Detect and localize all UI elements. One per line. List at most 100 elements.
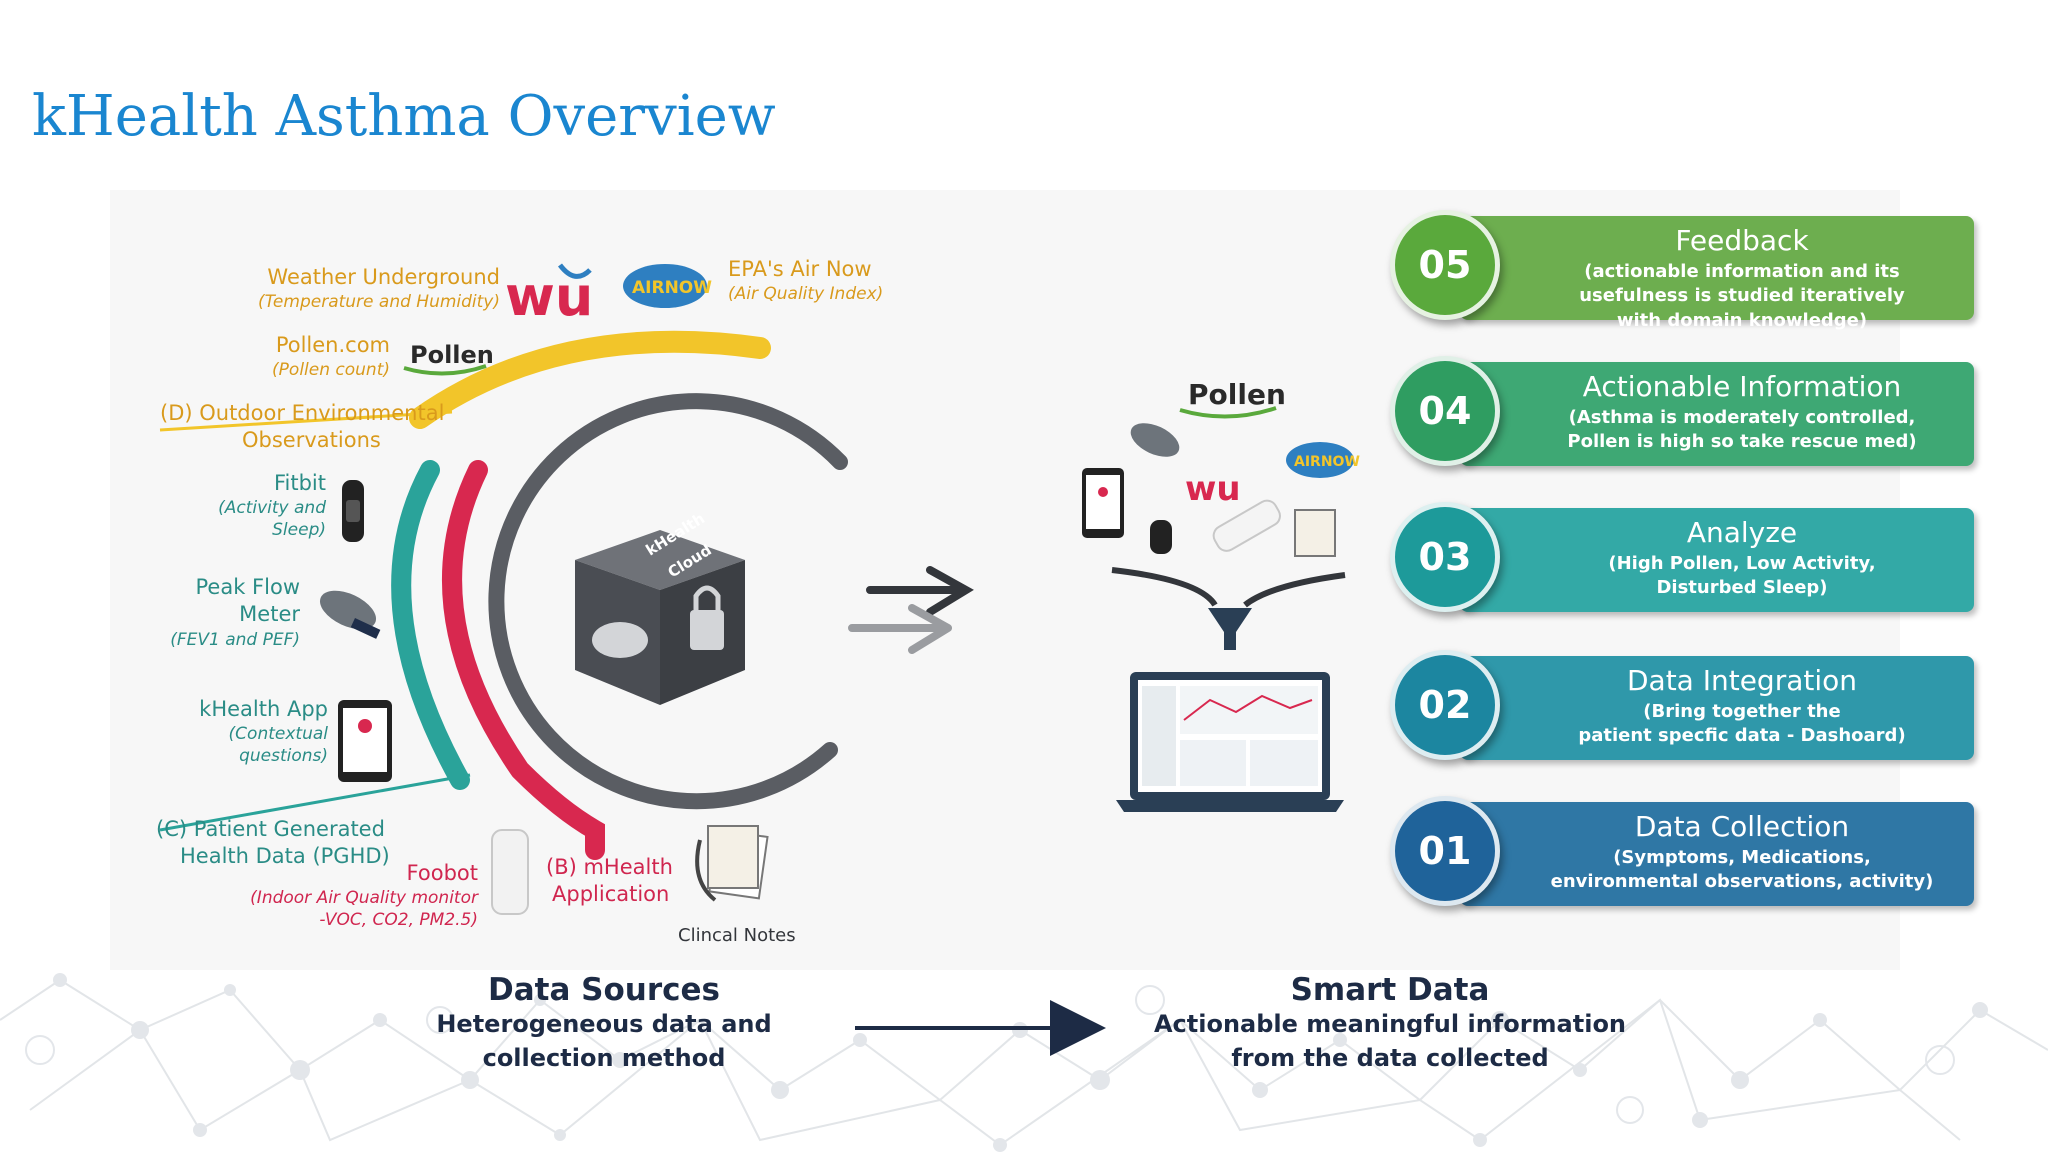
foobot-name: Foobot <box>406 861 478 885</box>
svg-text:Pollen: Pollen <box>410 341 494 369</box>
step-line2: usefulness is studied iteratively <box>1579 285 1905 307</box>
step-number: 01 <box>1390 796 1500 906</box>
step-line1: (Bring together the <box>1643 701 1841 722</box>
foobot-source: Foobot (Indoor Air Quality monitor -VOC,… <box>220 860 478 931</box>
mhealth-line2: Application <box>552 882 670 907</box>
step-description: (High Pollen, Low Activity, Disturbed Sle… <box>1504 552 1980 601</box>
foobot-detail2: -VOC, CO2, PM2.5) <box>319 910 478 931</box>
step-line3: with domain knowledge) <box>1616 309 1868 331</box>
weather-name: Weather Underground <box>267 265 500 289</box>
pghd-arc <box>391 460 470 790</box>
khealth-cloud-cube <box>575 530 745 705</box>
step-line1: (actionable information and its <box>1584 261 1900 282</box>
step-description: (Bring together the patient specfic data … <box>1504 700 1980 749</box>
airnow-logo-right: AIRNOW <box>1286 442 1360 478</box>
foobot-icon <box>491 829 529 915</box>
step-number: 05 <box>1390 210 1500 320</box>
airnow-logo: AIRNOW <box>623 264 712 308</box>
step-heading: Feedback <box>1675 224 1809 257</box>
step-heading: Data Integration <box>1626 664 1858 697</box>
airnow-detail: (Air Quality Index) <box>728 284 884 305</box>
wu-logo-right: wu <box>1185 469 1241 509</box>
background-network-pattern <box>0 973 2048 1152</box>
step-number: 02 <box>1390 650 1500 760</box>
data-sources-caption: Data Sources Heterogeneous data and coll… <box>404 972 804 1075</box>
slide-title: kHealth Asthma Overview <box>32 84 776 149</box>
pollen-detail: (Pollen count) <box>272 360 390 381</box>
center-arrow-gray <box>848 604 952 654</box>
notes-name: Clincal Notes <box>678 925 796 946</box>
laptop-dashboard-icon <box>1116 672 1344 812</box>
step-line1: (High Pollen, Low Activity, <box>1608 553 1876 574</box>
pghd-category: (C) Patient Generated Health Data (PGHD) <box>156 816 390 871</box>
step-line1: (Symptoms, Medications, <box>1613 847 1871 868</box>
step-number: 04 <box>1390 356 1500 466</box>
step-bar <box>1460 656 1974 760</box>
clinical-notes-icon <box>695 825 769 902</box>
pghd-line1: (C) Patient Generated <box>156 817 385 841</box>
step-heading: Analyze <box>1686 516 1798 549</box>
weather-detail: (Temperature and Humidity) <box>258 292 500 313</box>
outdoor-line2: Observations <box>242 428 381 453</box>
step-bar <box>1460 802 1974 906</box>
fitbit-detail2: Sleep) <box>272 520 326 541</box>
mhealth-line1: (B) mHealth <box>546 855 673 879</box>
pollen-source: Pollen.com (Pollen count) <box>240 332 390 381</box>
outdoor-category: (D) Outdoor Environmental Observations <box>160 400 444 455</box>
svg-text:AIRNOW: AIRNOW <box>1294 454 1360 470</box>
app-detail2: questions) <box>239 746 328 767</box>
funnel-icon <box>1208 608 1252 650</box>
peakflow-detail: (FEV1 and PEF) <box>170 629 300 650</box>
step-item: 02 Data Integration (Bring together the pat… <box>1390 650 1974 764</box>
fitbit-icon-right <box>1150 520 1172 554</box>
step-description: (Asthma is moderately controlled, Pollen … <box>1504 406 1980 455</box>
pollen-name: Pollen.com <box>275 333 390 357</box>
app-source: kHealth App (Contextual questions) <box>170 696 328 767</box>
airnow-name: EPA's Air Now <box>728 257 872 281</box>
pollen-logo-right: Pollen <box>1179 378 1286 419</box>
outdoor-arc <box>409 330 771 429</box>
data-sources-line2: collection method <box>482 1043 726 1072</box>
peakflow-source: Peak Flow Meter (FEV1 and PEF) <box>150 574 300 651</box>
app-name: kHealth App <box>199 697 328 721</box>
smart-data-line1: Actionable meaningful information <box>1153 1010 1627 1038</box>
airnow-source: EPA's Air Now (Air Quality Index) <box>728 256 883 305</box>
foobot-detail1: (Indoor Air Quality monitor <box>250 888 478 909</box>
step-heading: Actionable Information <box>1582 370 1902 403</box>
tablet-icon <box>338 700 392 782</box>
step-bar <box>1460 508 1974 612</box>
wu-logo: wu <box>505 263 593 328</box>
step-bar <box>1460 216 1974 320</box>
step-heading: Data Collection <box>1634 810 1850 843</box>
pghd-line2: Health Data (PGHD) <box>180 844 390 869</box>
step-line2: Disturbed Sleep) <box>1656 577 1828 599</box>
app-detail1: (Contextual <box>228 724 328 745</box>
mhealth-category: (B) mHealth Application <box>546 854 673 909</box>
step-line1: (Asthma is moderately controlled, <box>1568 407 1916 428</box>
smart-data-title: Smart Data <box>1290 972 1490 1008</box>
svg-text:Pollen: Pollen <box>1188 378 1286 411</box>
smart-data-caption: Smart Data Actionable meaningful informa… <box>1140 972 1640 1075</box>
step-description: (Symptoms, Medications,environmental obs… <box>1504 846 1980 895</box>
mhealth-arc <box>442 460 605 860</box>
step-line2: Pollen is high so take rescue med) <box>1567 431 1917 453</box>
data-sources-line1: Heterogeneous data and <box>436 1010 772 1038</box>
peak-flow-icon <box>319 590 381 639</box>
step-item: 05 Feedback (actionable information and it… <box>1390 210 1974 331</box>
fitbit-detail1: (Activity and <box>218 498 326 519</box>
step-line2: patient specfic data - Dashoard) <box>1578 725 1906 747</box>
fitbit-name: Fitbit <box>273 471 326 495</box>
outdoor-line1: (D) Outdoor Environmental <box>160 401 445 425</box>
clinical-notes-icon-right <box>1294 509 1336 557</box>
fitbit-icon <box>342 480 364 542</box>
step-item: 04 Actionable Information (Asthma is moder… <box>1390 356 1974 470</box>
foobot-icon-right <box>1212 499 1281 552</box>
step-bar <box>1460 362 1974 466</box>
svg-text:AIRNOW: AIRNOW <box>632 278 712 298</box>
step-description: (actionable information and its usefulnes… <box>1504 260 1980 333</box>
fitbit-source: Fitbit (Activity and Sleep) <box>180 470 326 541</box>
data-sources-title: Data Sources <box>487 972 720 1008</box>
peakflow-name2: Meter <box>239 602 300 627</box>
tablet-icon-right <box>1082 468 1124 538</box>
